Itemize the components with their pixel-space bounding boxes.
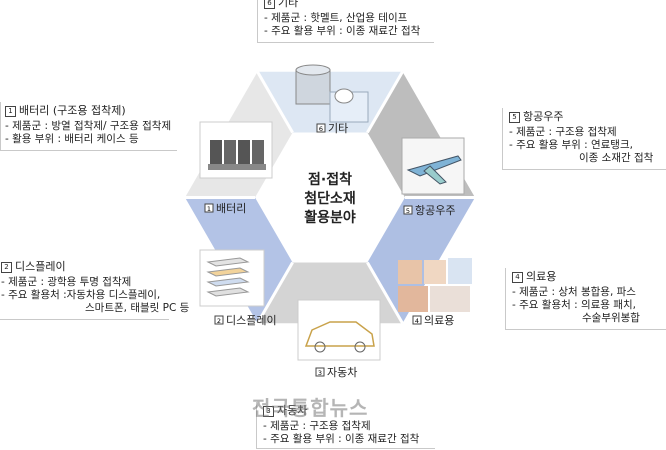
segment-label-aero: 5 항공우주 [403,204,455,217]
segment-label-battery: 1 배터리 [204,202,246,215]
box-aero-line: - 주요 활용 부위 : 연료탱크, [509,139,633,151]
svg-text:기타: 기타 [328,122,348,135]
center-line-1: 점·접착 [308,171,352,188]
box-etc-line: - 주요 활용 부위 : 이종 재료간 접착 [264,25,421,37]
box-auto-title: 자동차 [277,404,308,417]
box-battery-line: - 활용 부위 : 배터리 케이스 등 [5,133,139,145]
box-aero-title: 항공우주 [523,110,564,123]
display-layers-icon [199,249,265,307]
watermark-text: 전국통합뉴스 [252,396,369,420]
box-display-title: 디스플레이 [15,260,66,273]
center-line-3: 활용분야 [304,209,356,226]
auto-car-icon [297,299,381,361]
box-display-line: - 제품군 : 광학용 투명 접착제 [1,276,132,288]
svg-text:자동차: 자동차 [327,366,357,379]
segment-label-medical: 4 의료용 [412,314,454,327]
box-battery-line: - 제품군 : 방열 접착제/ 구조용 접착제 [5,120,172,132]
segment-label-auto: 3 자동차 [315,366,357,379]
box-display-line: 스마트폰, 태블릿 PC 등 [85,302,190,314]
box-battery-title: 배터리 (구조용 접착제) [19,104,126,117]
battery-pack-icon [199,121,273,179]
box-medical-line: 수술부위봉합 [582,312,640,324]
box-etc-line: - 제품군 : 핫멜트, 산업용 테이프 [264,12,408,24]
svg-text:4: 4 [415,317,419,325]
svg-text:의료용: 의료용 [424,314,454,327]
segment-label-etc: 6 기타 [316,122,348,135]
svg-text:디스플레이: 디스플레이 [226,314,277,327]
box-display-line: - 주요 활용처 :자동차용 디스플레이, [1,289,161,301]
box-medical-title: 의료용 [526,270,557,283]
box-aero-line: 이종 소재간 접착 [579,152,654,164]
aero-airplane-icon [401,137,465,195]
svg-text:배터리: 배터리 [216,202,246,215]
box-etc-title: 기타 [278,0,299,9]
box-aero-line: - 제품군 : 구조용 접착제 [509,126,617,138]
box-medical-line: - 제품군 : 상처 봉합용, 파스 [512,286,636,298]
box-auto-line: - 제품군 : 구조용 접착제 [263,420,371,432]
box-medical-line: - 주요 활용처 : 의료용 패치, [512,299,636,311]
svg-text:5: 5 [406,207,410,215]
segment-label-display: 2 디스플레이 [214,314,277,327]
medical-patch-icon [398,258,472,312]
etc-tape-roll-icon [295,64,369,123]
center-circle [267,134,393,261]
svg-text:6: 6 [319,125,323,133]
svg-text:1: 1 [207,205,211,213]
svg-text:2: 2 [217,317,221,325]
box-auto-line: - 주요 활용 부위 : 이종 재료간 접착 [263,433,420,445]
center-line-2: 첨단소재 [304,190,356,207]
svg-text:3: 3 [318,369,322,377]
svg-text:항공우주: 항공우주 [415,204,455,217]
